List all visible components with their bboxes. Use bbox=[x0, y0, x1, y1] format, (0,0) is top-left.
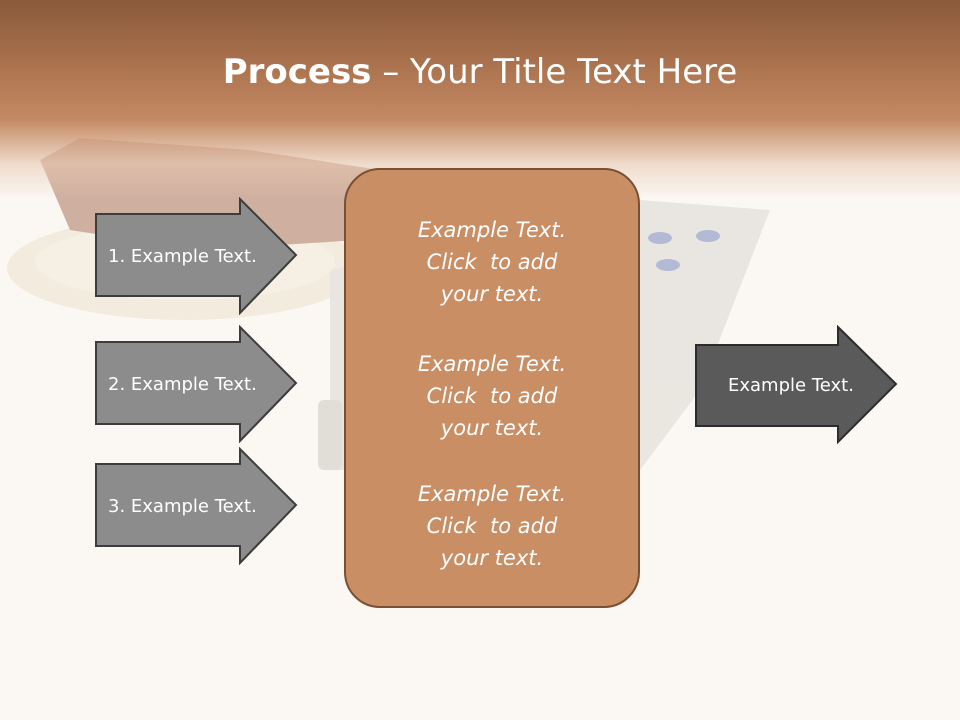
input-arrow-3-label: 3. Example Text. bbox=[108, 495, 257, 517]
paragraph-1-line-2: Click to add bbox=[426, 250, 558, 274]
input-arrow-1[interactable]: 1. Example Text. bbox=[94, 197, 300, 315]
paragraph-1-line-1: Example Text. bbox=[417, 218, 567, 242]
process-paragraph-2: Example Text. Click to add your text. bbox=[346, 348, 638, 444]
output-arrow-label: Example Text. bbox=[728, 374, 854, 396]
input-arrow-3[interactable]: 3. Example Text. bbox=[94, 447, 300, 565]
paragraph-3-line-1: Example Text. bbox=[417, 482, 567, 506]
input-arrow-1-label: 1. Example Text. bbox=[108, 245, 257, 267]
process-paragraph-1: Example Text. Click to add your text. bbox=[346, 214, 638, 310]
paragraph-3-line-3: your text. bbox=[440, 546, 544, 570]
paragraph-2-line-2: Click to add bbox=[426, 384, 558, 408]
title-rest: – Your Title Text Here bbox=[371, 52, 738, 92]
title-band bbox=[0, 0, 960, 200]
process-box[interactable]: Example Text. Click to add your text. Ex… bbox=[344, 168, 640, 608]
process-paragraph-3: Example Text. Click to add your text. bbox=[346, 478, 638, 574]
paragraph-2-line-3: your text. bbox=[440, 416, 544, 440]
title-bold: Process bbox=[222, 52, 372, 92]
input-arrow-2-label: 2. Example Text. bbox=[108, 373, 257, 395]
paragraph-1-line-3: your text. bbox=[440, 282, 544, 306]
paragraph-2-line-1: Example Text. bbox=[417, 352, 567, 376]
input-arrow-2[interactable]: 2. Example Text. bbox=[94, 325, 300, 443]
slide-title: Process – Your Title Text Here bbox=[0, 52, 960, 92]
paragraph-3-line-2: Click to add bbox=[426, 514, 558, 538]
output-arrow[interactable]: Example Text. bbox=[694, 325, 900, 445]
